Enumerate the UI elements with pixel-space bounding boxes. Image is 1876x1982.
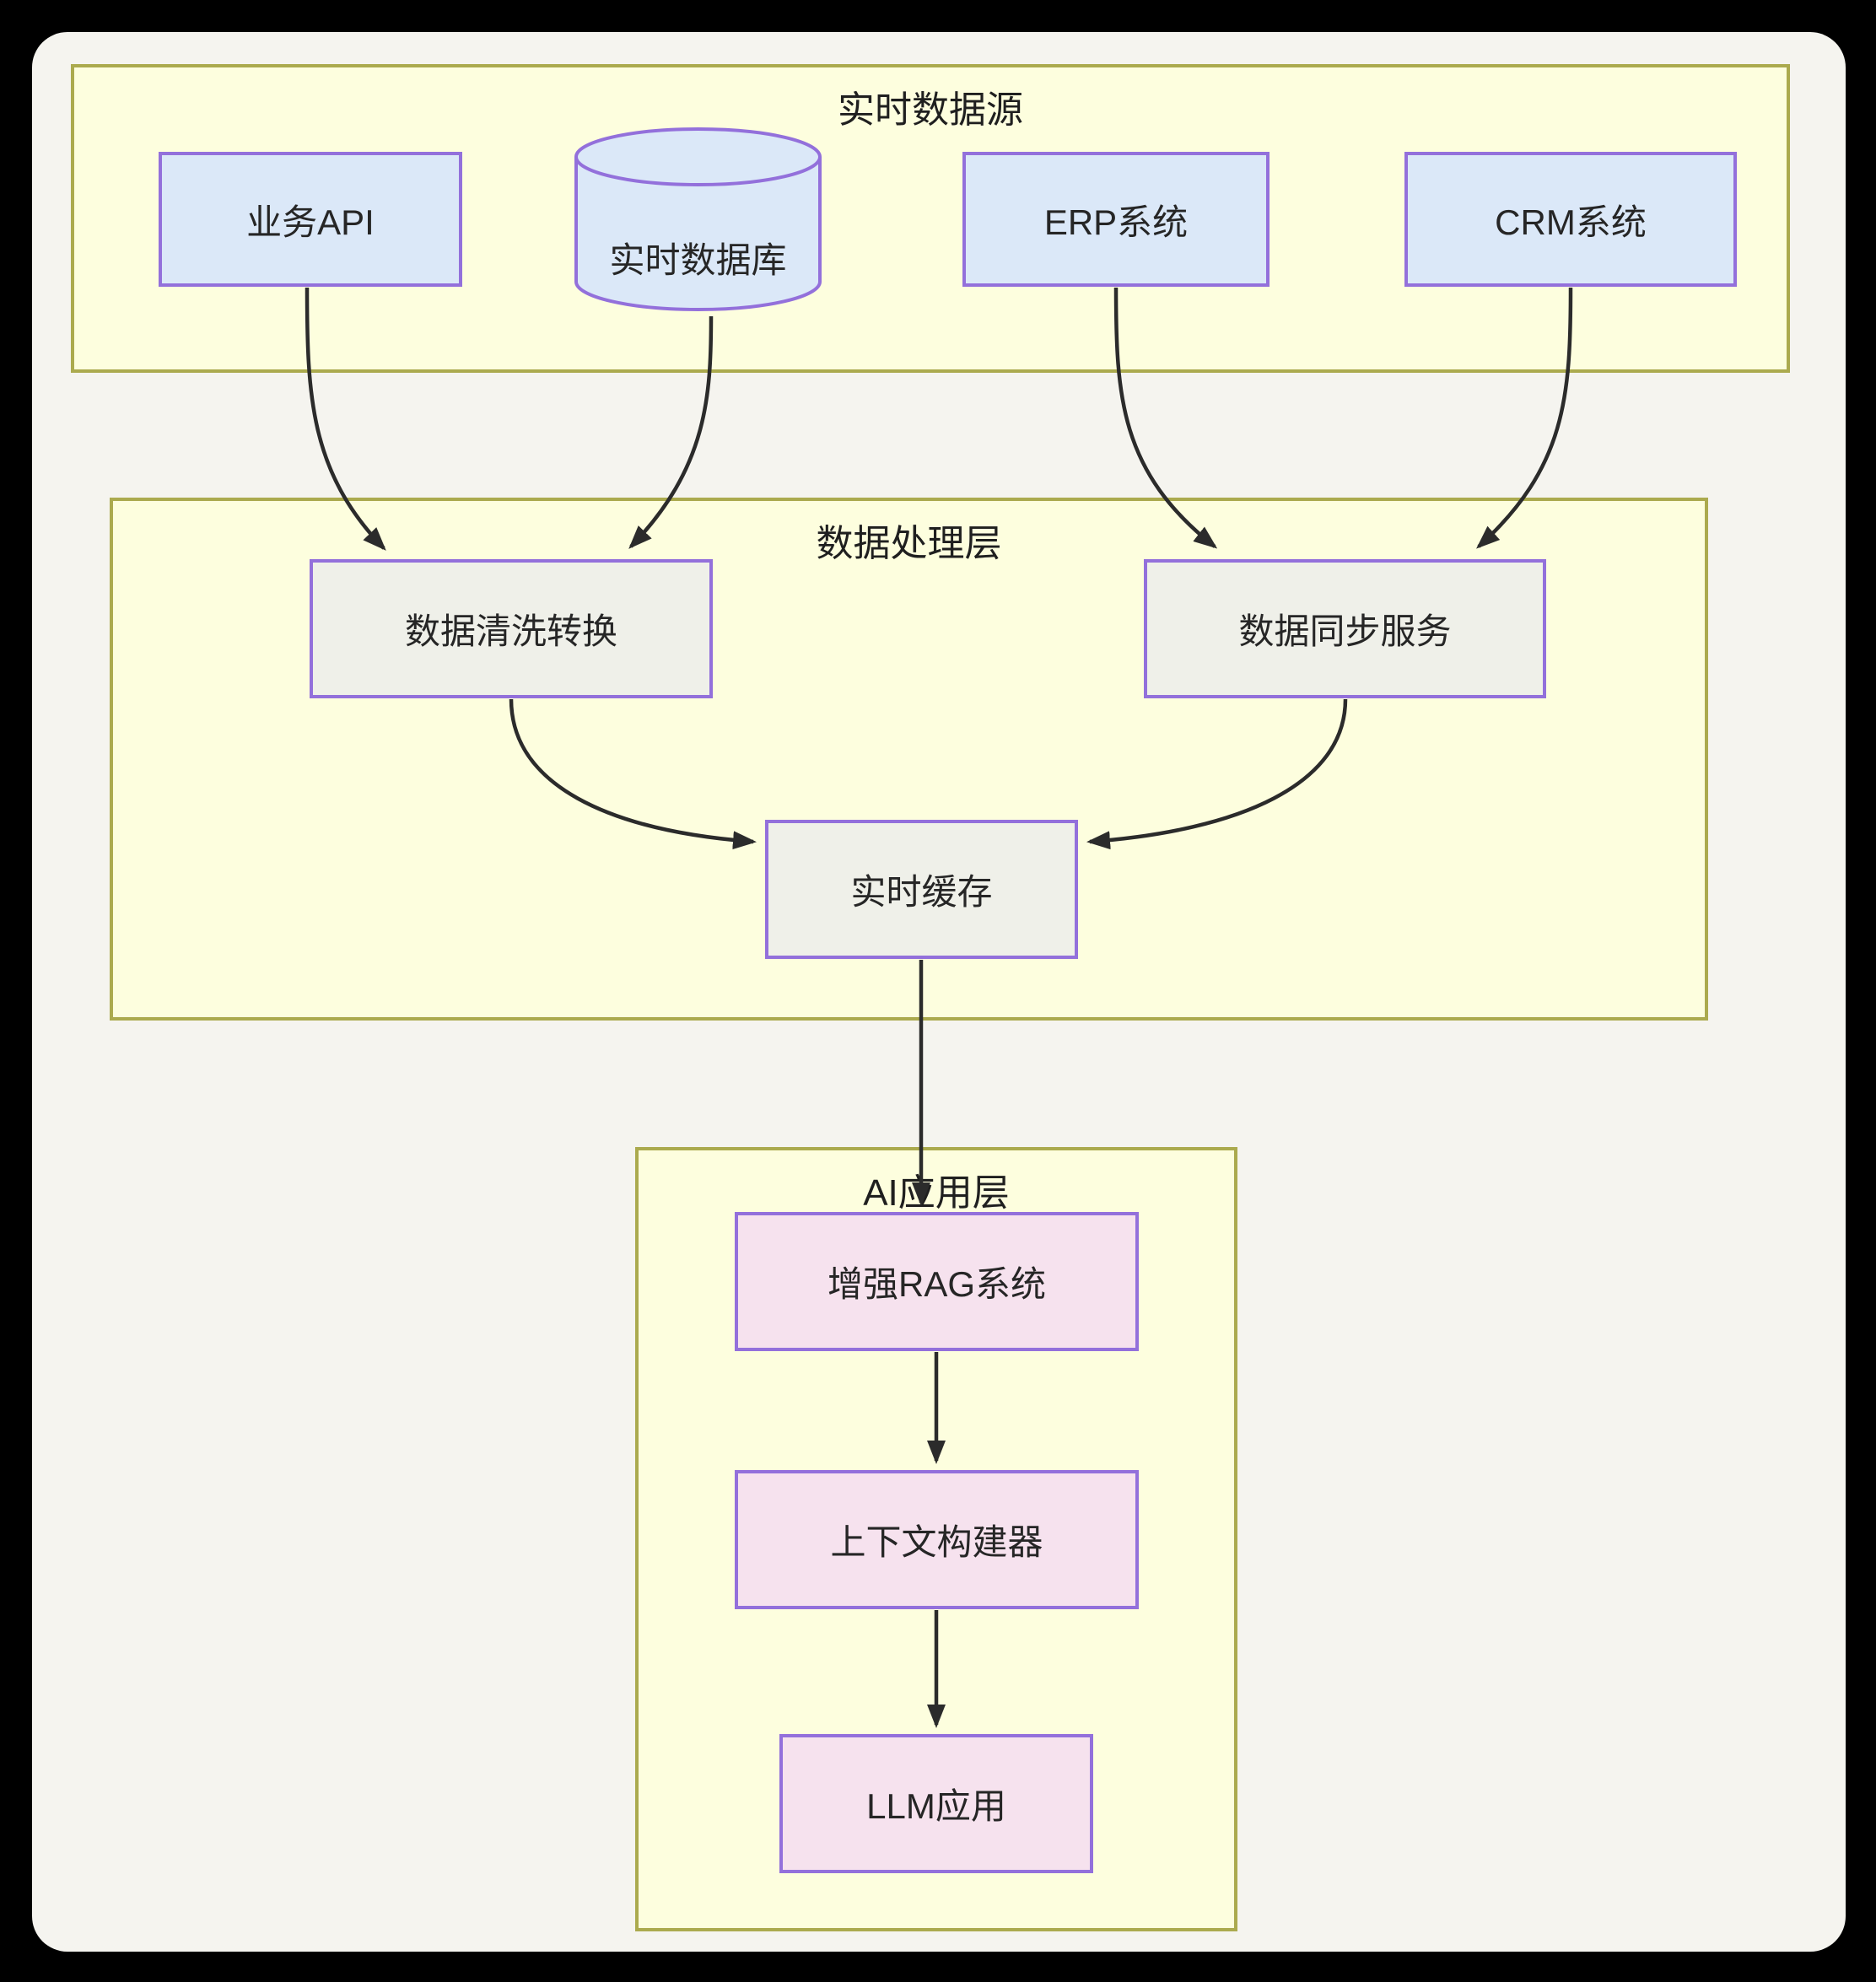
- container-title-data-processing-layer: 数据处理层: [816, 523, 1002, 564]
- container-title-ai-application-layer: AI应用层: [863, 1172, 1010, 1214]
- node-realtime-cache: 实时缓存: [765, 820, 1078, 959]
- node-crm-system: CRM系统: [1404, 152, 1737, 287]
- node-context-builder: 上下文构建器: [735, 1470, 1139, 1609]
- node-erp-system: ERP系统: [962, 152, 1270, 287]
- node-data-sync-service: 数据同步服务: [1144, 559, 1546, 698]
- node-realtime-db-label: 实时数据库: [609, 240, 787, 280]
- container-title-realtime-data-sources: 实时数据源: [838, 89, 1023, 131]
- node-data-clean-transform: 数据清洗转换: [310, 559, 713, 698]
- node-llm-application: LLM应用: [779, 1734, 1093, 1873]
- node-business-api: 业务API: [159, 152, 462, 287]
- node-enhanced-rag-system: 增强RAG系统: [735, 1212, 1139, 1351]
